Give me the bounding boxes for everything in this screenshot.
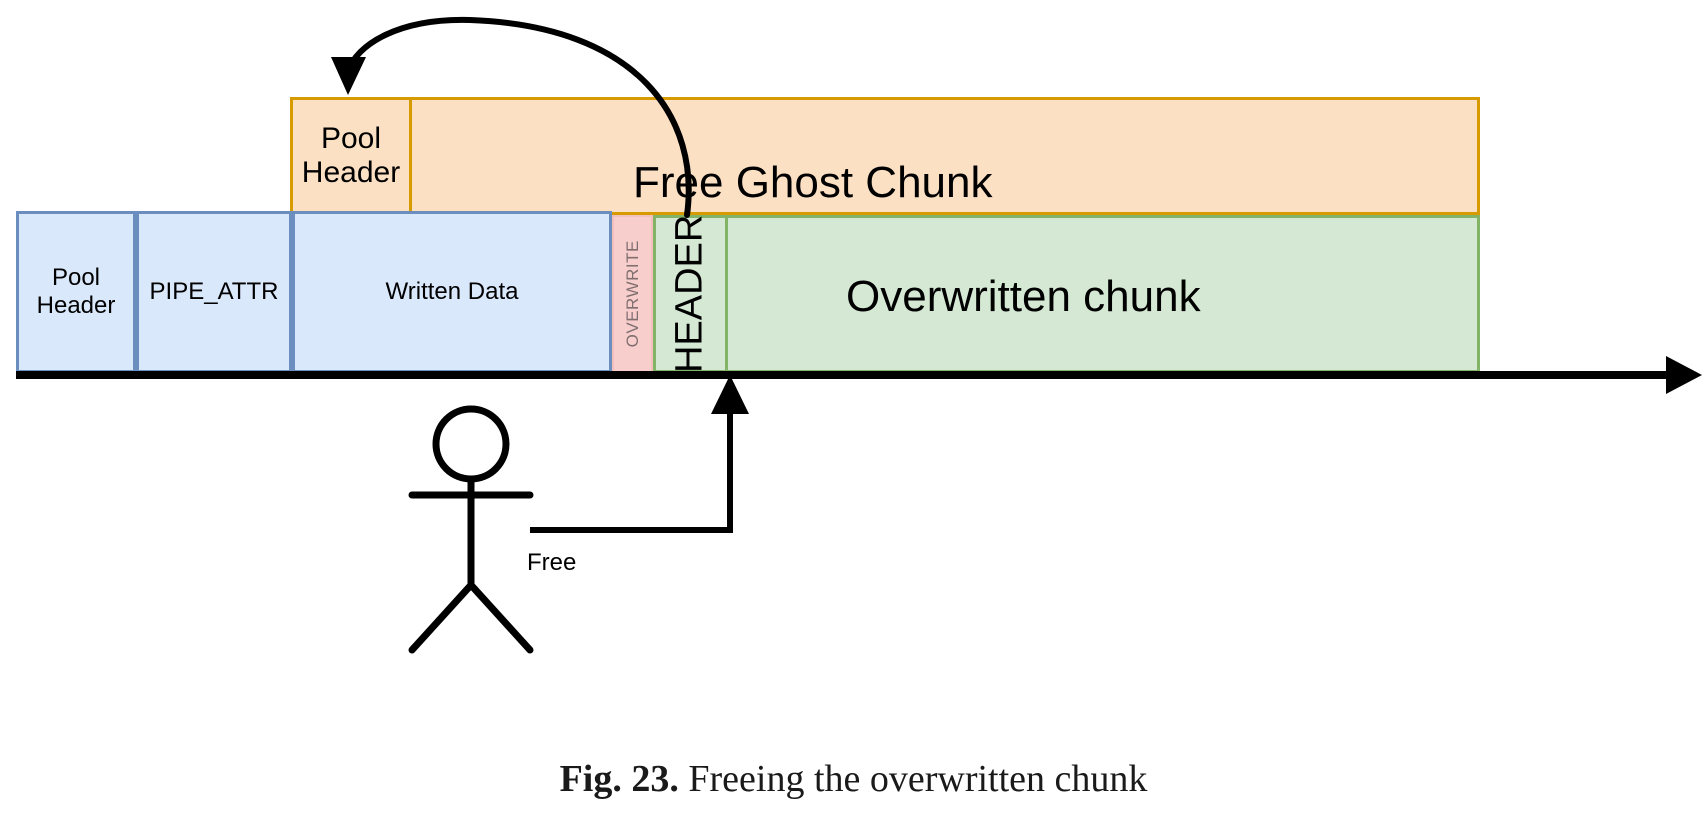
overwritten-chunk-box — [653, 215, 1480, 373]
header-label: HEADER — [668, 214, 711, 374]
actor-left-leg — [408, 581, 475, 654]
figure-caption-number: Fig. 23. — [559, 758, 679, 800]
allocated-pool-header-label-line2: Header — [36, 292, 116, 319]
figure-caption-text: Freeing the overwritten chunk — [688, 758, 1148, 800]
free-ghost-chunk-label: Free Ghost Chunk — [633, 158, 993, 207]
actor-right-leg — [467, 581, 534, 654]
actor-head — [432, 405, 510, 483]
overwrite-label: OVERWRITE — [622, 240, 642, 348]
allocated-pool-header-cell: Pool Header — [16, 211, 136, 373]
pipe-attr-label: PIPE_ATTR — [149, 278, 279, 306]
ghost-pool-header-label-line2: Header — [301, 156, 401, 189]
overwrite-cell: OVERWRITE — [612, 215, 653, 373]
free-action-label: Free — [527, 549, 577, 576]
overwritten-chunk-label: Overwritten chunk — [846, 272, 1201, 321]
written-data-label: Written Data — [385, 278, 519, 306]
actor-stick-figure — [408, 405, 534, 654]
ghost-pool-header-label-line1: Pool — [320, 121, 382, 155]
overwritten-header-cell: HEADER — [653, 215, 728, 373]
allocated-pool-header-label-line1: Pool — [51, 264, 101, 292]
pipe-attr-cell: PIPE_ATTR — [136, 211, 292, 373]
free-action-arrow — [530, 375, 749, 533]
ghost-pool-header-cell: Pool Header — [290, 97, 412, 215]
written-data-cell: Written Data — [292, 211, 612, 373]
figure-caption: Fig. 23. Freeing the overwritten chunk — [0, 757, 1707, 801]
